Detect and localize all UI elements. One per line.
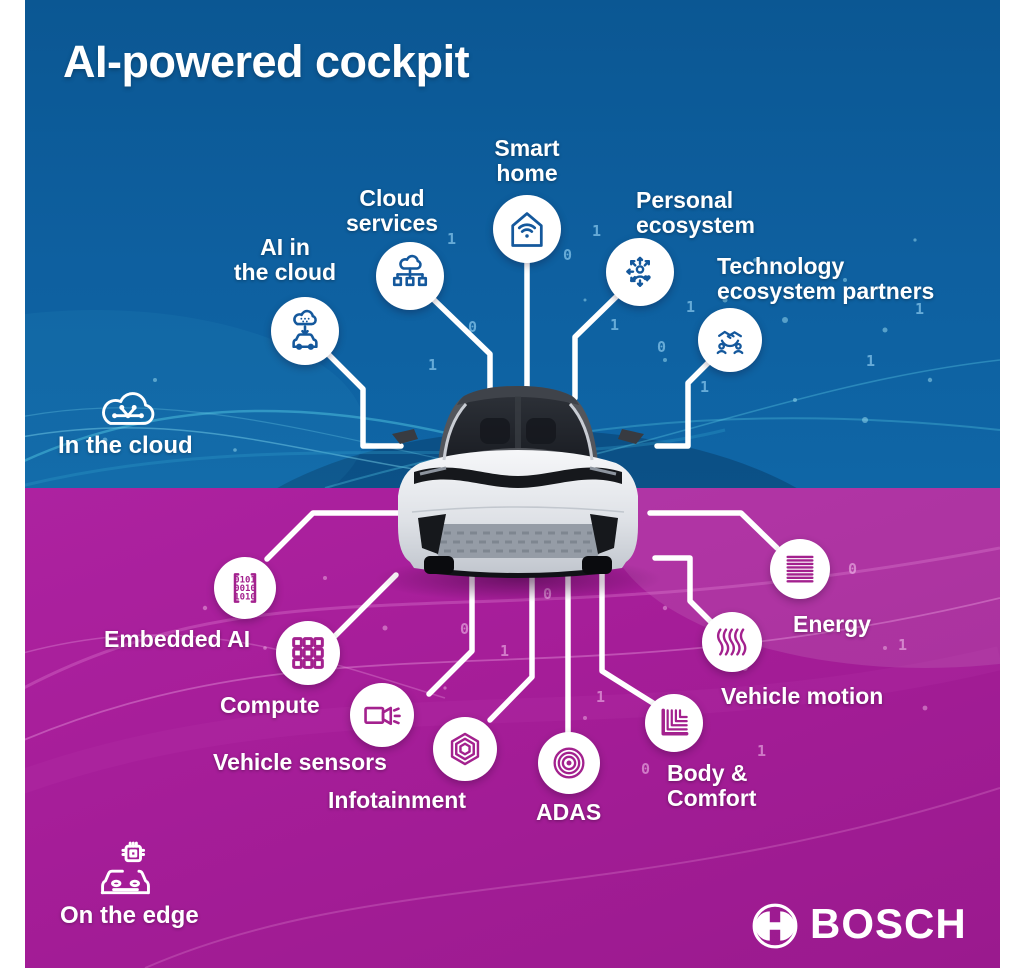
node-adas bbox=[538, 732, 600, 794]
node-energy bbox=[770, 539, 830, 599]
connector-cloud-services bbox=[428, 294, 493, 401]
node-compute bbox=[276, 621, 340, 685]
label-infotainment: Infotainment bbox=[328, 787, 466, 813]
label-vehicle-motion: Vehicle motion bbox=[721, 683, 884, 709]
nested-corners-icon bbox=[661, 708, 689, 736]
node-ai-in-the-cloud bbox=[271, 297, 339, 365]
connector-personal-ecosystem bbox=[572, 292, 621, 401]
stacked-bars-icon bbox=[786, 555, 814, 583]
connector-embedded-ai bbox=[264, 510, 402, 562]
edge-zone bbox=[25, 488, 1000, 968]
label-technology-ecosystem-partners: Technology ecosystem partners bbox=[717, 253, 935, 304]
person-arrows-heart-icon bbox=[626, 256, 651, 287]
svg-text:0101: 0101 bbox=[234, 576, 256, 586]
node-personal-ecosystem bbox=[606, 238, 674, 306]
connector-technology-partners bbox=[654, 359, 712, 449]
label-personal-ecosystem: Personal ecosystem bbox=[636, 187, 755, 238]
cloud-network-tree-icon bbox=[392, 254, 428, 287]
page-title: AI-powered cockpit bbox=[63, 36, 470, 87]
node-vehicle-sensors bbox=[350, 683, 414, 747]
label-body-comfort: Body & Comfort bbox=[667, 760, 757, 811]
connector-energy bbox=[647, 510, 780, 551]
node-body-comfort bbox=[645, 694, 703, 752]
car-illustration bbox=[388, 384, 648, 580]
connector-body-comfort bbox=[599, 570, 656, 706]
nested-hexagons-icon bbox=[450, 732, 480, 766]
bosch-anchor-icon bbox=[752, 903, 798, 949]
smart-home-wifi-icon bbox=[511, 212, 543, 247]
connector-vehicle-motion bbox=[652, 555, 714, 625]
car-under-cloud-icon bbox=[292, 309, 318, 350]
wavy-lines-icon bbox=[716, 628, 747, 656]
chip-grid-icon bbox=[292, 637, 324, 669]
node-technology-ecosystem-partners bbox=[698, 308, 762, 372]
label-energy: Energy bbox=[793, 611, 871, 637]
cloud-circuit-icon bbox=[102, 392, 155, 425]
label-ai-in-the-cloud: AI in the cloud bbox=[233, 234, 337, 285]
label-cloud-services: Cloud services bbox=[345, 185, 439, 236]
edge-zone-label: On the edge bbox=[60, 902, 199, 929]
node-infotainment bbox=[433, 717, 497, 781]
video-camera-icon bbox=[364, 706, 401, 726]
label-adas: ADAS bbox=[536, 799, 602, 825]
handshake-people-icon bbox=[716, 330, 744, 355]
node-cloud-services bbox=[376, 242, 444, 310]
binary-matrix-icon: 0101 0010 1010 bbox=[233, 573, 257, 603]
label-embedded-ai: Embedded AI bbox=[104, 626, 251, 652]
label-vehicle-sensors: Vehicle sensors bbox=[213, 749, 387, 775]
connector-infotainment bbox=[487, 567, 535, 723]
node-embedded-ai: 0101 0010 1010 bbox=[214, 557, 276, 619]
label-compute: Compute bbox=[220, 692, 320, 718]
bosch-wordmark: BOSCH bbox=[810, 900, 967, 947]
label-smart-home: Smart home bbox=[494, 135, 560, 186]
connector-ai-in-the-cloud bbox=[324, 350, 404, 449]
node-smart-home bbox=[493, 195, 561, 263]
node-vehicle-motion bbox=[702, 612, 762, 672]
cloud-zone-label: In the cloud bbox=[58, 432, 193, 459]
svg-text:0010: 0010 bbox=[234, 584, 256, 594]
svg-text:1010: 1010 bbox=[234, 593, 256, 603]
car-front-view bbox=[392, 386, 644, 578]
car-chip-icon bbox=[100, 841, 150, 895]
radar-circles-icon bbox=[553, 747, 585, 779]
